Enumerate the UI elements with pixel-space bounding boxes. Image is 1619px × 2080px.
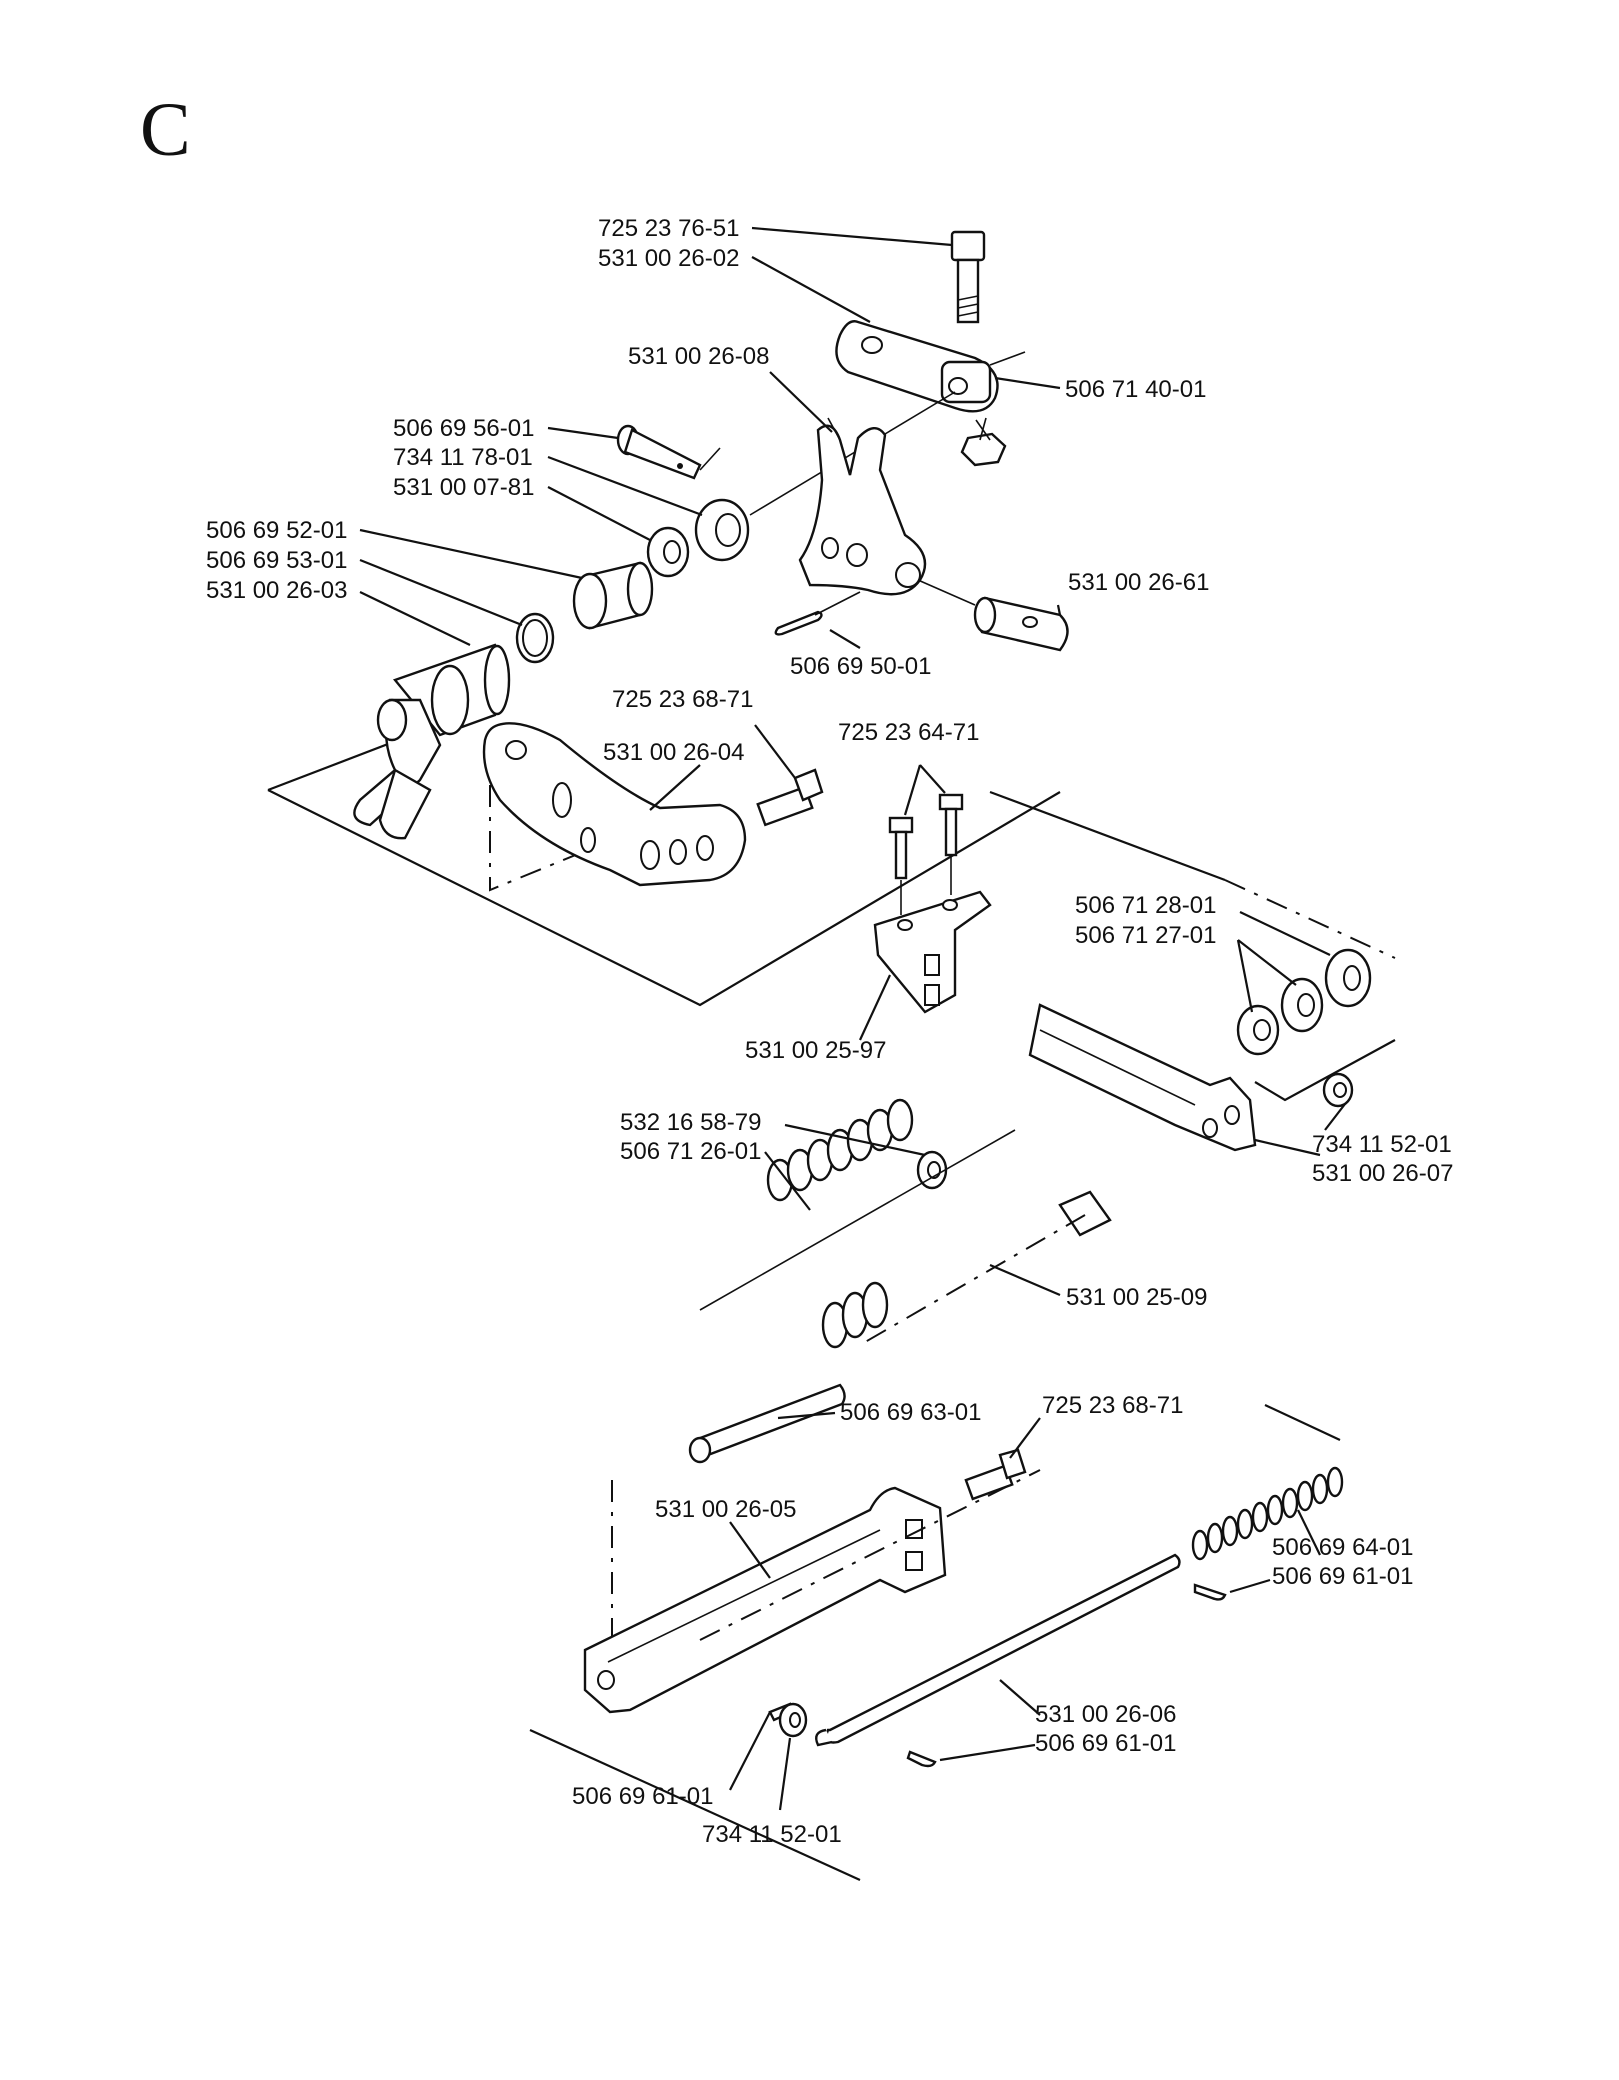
washer-large — [694, 498, 750, 562]
o-ring-inner — [522, 619, 548, 657]
axis-line — [1224, 879, 1396, 959]
cotter-pin-lower-right — [1193, 1583, 1227, 1601]
washer-thin — [646, 526, 690, 578]
part-label: 506 71 26-01 — [620, 1138, 761, 1165]
bolt-lower — [964, 1448, 1027, 1501]
bushing — [572, 561, 654, 630]
part-label: 506 69 61-01 — [572, 1783, 713, 1810]
part-label: 531 00 25-97 — [745, 1037, 886, 1064]
nut — [960, 417, 1007, 467]
part-label: 531 00 26-03 — [206, 577, 347, 604]
washer-small-right-hole — [1333, 1082, 1347, 1098]
spring-upper — [699, 1098, 1016, 1311]
plane-line — [529, 1728, 861, 1882]
part-label: 725 23 68-71 — [1042, 1392, 1183, 1419]
bracket-plate — [798, 417, 927, 596]
part-label: 506 71 27-01 — [1075, 922, 1216, 949]
part-label: 506 69 56-01 — [393, 415, 534, 442]
clevis-pin — [917, 579, 1069, 652]
part-label: 531 00 26-06 — [1035, 1701, 1176, 1728]
pin — [616, 424, 721, 480]
plane-line — [1254, 1039, 1396, 1102]
part-label: 734 11 78-01 — [393, 444, 533, 471]
rod-spring — [821, 1190, 1112, 1349]
part-label: 531 00 26-07 — [1312, 1160, 1453, 1187]
spring-lower — [1191, 1466, 1344, 1561]
part-label: 506 69 53-01 — [206, 547, 347, 574]
plane-line — [1264, 1404, 1341, 1441]
axis-line — [489, 785, 601, 892]
part-label: 725 23 76-51 — [598, 215, 739, 242]
link-plate — [835, 320, 1026, 413]
bolts-pair — [888, 793, 964, 915]
axis-line — [699, 1469, 1041, 1641]
shaft-hub — [353, 643, 511, 840]
part-labels: 725 23 76-51 531 00 26-02 506 71 40-01 5… — [206, 215, 1453, 1848]
part-label: 506 69 61-01 — [1035, 1730, 1176, 1757]
part-label: 532 16 58-79 — [620, 1109, 761, 1136]
rod-long — [815, 1553, 1181, 1747]
sleeve — [688, 1383, 846, 1464]
part-label: 725 23 64-71 — [838, 719, 979, 746]
bolt-arm — [756, 768, 824, 827]
washer-small-lower-hole — [789, 1712, 801, 1728]
washers-right — [1236, 948, 1372, 1056]
part-label: 506 69 52-01 — [206, 517, 347, 544]
plane-line — [989, 790, 1226, 882]
mount-bracket — [873, 890, 992, 1014]
part-label: 734 11 52-01 — [1312, 1131, 1452, 1158]
leader-lines — [359, 226, 1346, 1811]
bolt-top — [950, 230, 986, 324]
part-label: 531 00 25-09 — [1066, 1284, 1207, 1311]
part-label: 506 69 50-01 — [790, 653, 931, 680]
slide-bar — [1028, 1003, 1257, 1152]
cotter-pin — [774, 591, 861, 636]
part-label: 531 00 26-02 — [598, 245, 739, 272]
curved-arm — [482, 722, 747, 887]
lever — [583, 1486, 947, 1714]
part-label: 531 00 26-08 — [628, 343, 769, 370]
part-label: 531 00 26-04 — [603, 739, 744, 766]
part-label: 506 71 28-01 — [1075, 892, 1216, 919]
part-label: 506 69 61-01 — [1272, 1563, 1413, 1590]
part-label: 531 00 07-81 — [393, 474, 534, 501]
part-drawings — [267, 230, 1396, 1882]
section-letter: C — [140, 88, 191, 172]
part-label: 734 11 52-01 — [702, 1821, 842, 1848]
part-label: 725 23 68-71 — [612, 686, 753, 713]
part-label: 506 69 64-01 — [1272, 1534, 1413, 1561]
cotter-pin-lower-mid — [906, 1750, 937, 1768]
part-label: 531 00 26-05 — [655, 1496, 796, 1523]
part-label: 531 00 26-61 — [1068, 569, 1209, 596]
plane-line — [267, 789, 1061, 1007]
part-label: 506 71 40-01 — [1065, 376, 1206, 403]
part-label: 506 69 63-01 — [840, 1399, 981, 1426]
